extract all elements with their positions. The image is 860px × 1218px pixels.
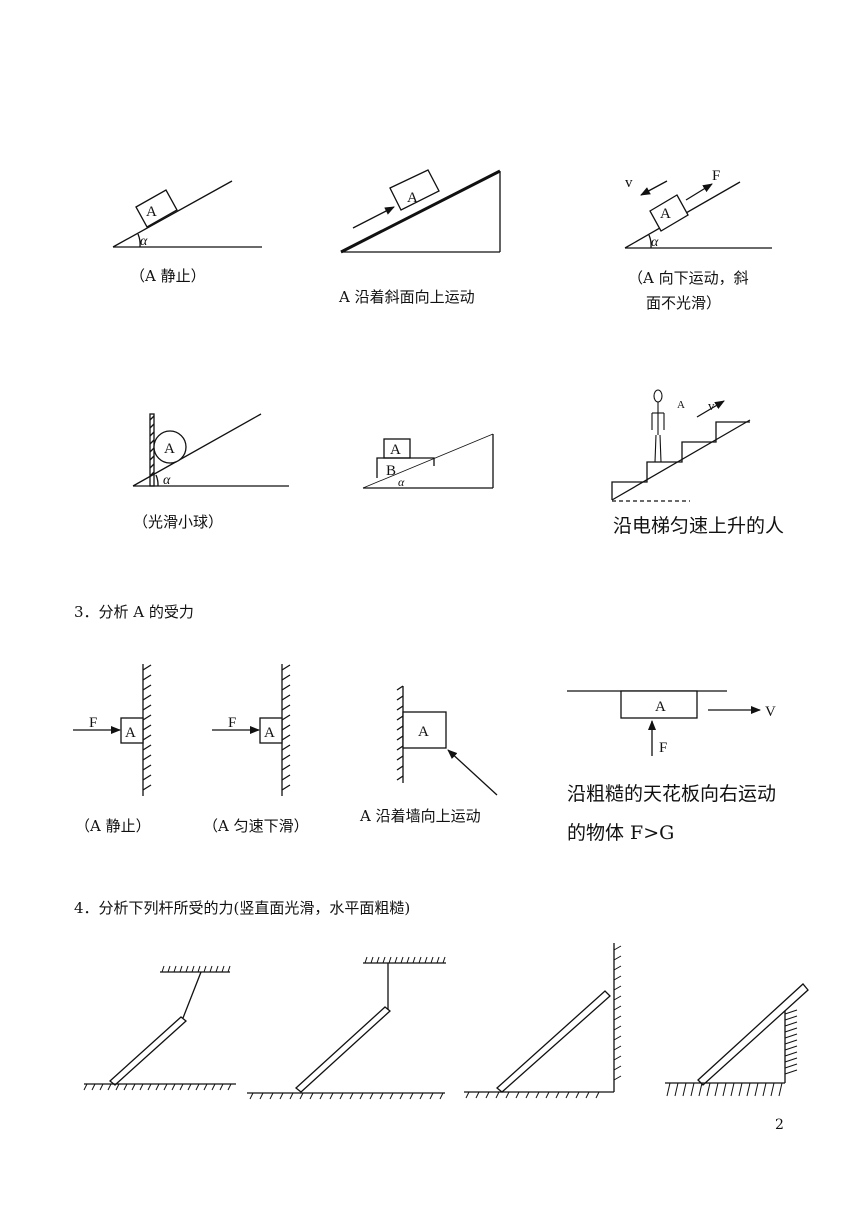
s3f4-caption-line2: 的物体 F>G	[567, 822, 675, 844]
r1f2-block-label: A	[407, 190, 418, 206]
r2f1-ball-label: A	[164, 441, 175, 457]
s3f1-f-label: F	[89, 715, 97, 731]
r2f1-caption: （光滑小球）	[133, 513, 224, 531]
rod-rope-figure-1	[83, 965, 236, 1091]
s3f3-block-label: A	[418, 724, 429, 740]
r1f1-block-label: A	[146, 204, 157, 220]
rod-rope-figure-2	[247, 956, 446, 1100]
r1f1-angle-label: α	[140, 234, 148, 249]
stacked-blocks-figure	[362, 433, 494, 489]
incline-static-figure	[112, 180, 262, 248]
s3f2-block-label: A	[264, 725, 275, 741]
s3f4-block-label: A	[655, 699, 666, 715]
s3f1-block-label: A	[125, 725, 136, 741]
r1f2-caption: A 沿着斜面向上运动	[339, 288, 475, 306]
r1f3-f-label: F	[712, 168, 720, 184]
incline-down-figure	[624, 180, 772, 249]
r1f1-caption: （A 静止）	[130, 267, 206, 285]
ball-wall-figure	[132, 413, 289, 487]
r1f3-block-label: A	[660, 206, 671, 222]
escalator-figure	[611, 389, 751, 502]
ceiling-figure	[567, 690, 761, 756]
rod-short-wall-figure	[665, 983, 809, 1097]
s3f4-caption-line1: 沿粗糙的天花板向右运动	[567, 783, 777, 805]
section4-heading: 4．分析下列杆所受的力(竖直面光滑，水平面粗糙)	[74, 899, 411, 917]
r2f1-angle-label: α	[163, 473, 171, 488]
wall-pushed-up-figure	[396, 685, 498, 796]
person-figure	[651, 389, 665, 463]
r1f3-caption-line2: 面不光滑）	[646, 294, 722, 312]
s3f3-caption: A 沿着墙向上运动	[360, 807, 481, 825]
r2f2-block-a-label: A	[390, 442, 401, 458]
s3f4-f-label: F	[659, 740, 667, 756]
section3-heading: 3．分析 A 的受力	[74, 603, 194, 621]
s3f2-f-label: F	[228, 715, 236, 731]
r2f3-person-label: A	[677, 399, 685, 411]
r2f2-block-b-label: B	[386, 463, 396, 479]
s3f2-caption: （A 匀速下滑）	[203, 817, 309, 835]
r2f3-v-label: v	[708, 398, 715, 413]
s3f1-caption: （A 静止）	[75, 817, 151, 835]
r2f2-angle-label: α	[398, 475, 405, 489]
s3f4-v-label: V	[765, 704, 776, 720]
wall-static-figure	[73, 664, 152, 796]
rod-wall-corner-figure	[464, 943, 622, 1099]
r1f3-caption-line1: （A 向下运动，斜	[628, 269, 749, 287]
page-number: 2	[775, 1117, 784, 1133]
incline-up-figure	[340, 169, 501, 254]
r1f3-angle-label: α	[651, 235, 659, 250]
r1f3-v-label: v	[625, 175, 633, 191]
wall-sliding-figure	[212, 664, 291, 796]
r2f3-caption: 沿电梯匀速上升的人	[613, 515, 785, 537]
